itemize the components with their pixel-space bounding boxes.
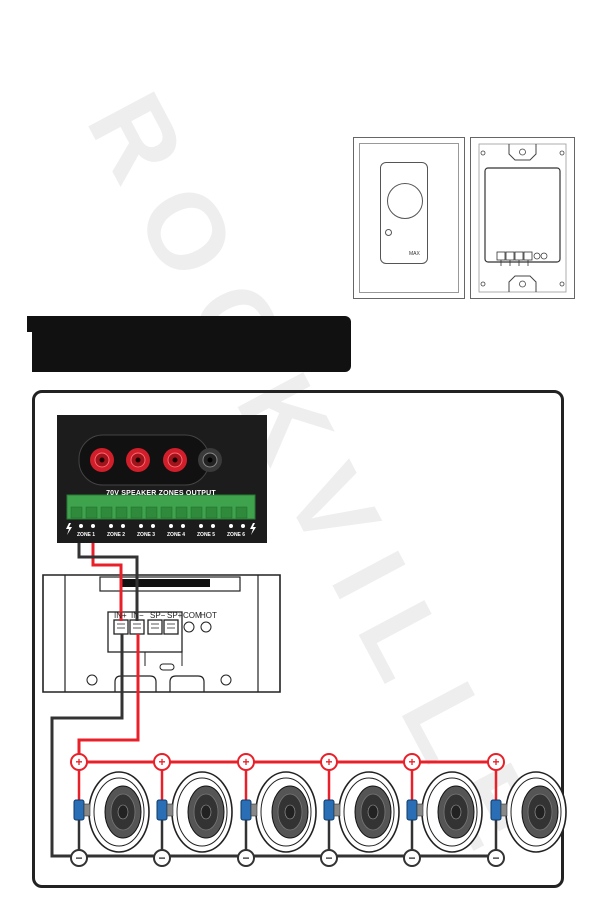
positive-terminal-icon: + (487, 753, 505, 771)
zone-terminal-dots (79, 524, 245, 528)
positive-symbol: + (325, 755, 332, 769)
negative-symbol: − (158, 851, 165, 865)
speaker-clip-icon (406, 799, 418, 821)
black-wire-sp-minus-to-speakers (50, 634, 124, 858)
zone-label-6: ZONE 6 (227, 532, 246, 538)
ceiling-speaker-2 (156, 771, 233, 853)
positive-symbol: + (242, 755, 249, 769)
section-heading-bar (27, 316, 351, 372)
positive-terminal-icon: + (320, 753, 338, 771)
negative-terminal-icon: − (237, 849, 255, 867)
zone-label-1: ZONE 1 (77, 532, 96, 538)
zone-label-2: ZONE 2 (107, 532, 126, 538)
positive-symbol: + (492, 755, 499, 769)
red-wire-zone-to-in-plus (91, 543, 123, 621)
wall-plate-back-drawing (478, 143, 567, 293)
max-label: MAX (409, 251, 420, 257)
wiring-diagram-frame (32, 390, 564, 888)
section-bar-notch (27, 316, 37, 332)
positive-symbol: + (408, 755, 415, 769)
positive-terminal-icon: + (237, 753, 255, 771)
negative-terminal-icon: − (320, 849, 338, 867)
negative-symbol: − (242, 851, 249, 865)
ceiling-speaker-4 (323, 771, 400, 853)
volume-knob-icon (387, 183, 423, 219)
wall-plate-front: MAX (353, 137, 465, 299)
positive-terminal-icon: + (403, 753, 421, 771)
binding-post-1-icon (90, 448, 114, 472)
speaker-clip-icon (323, 799, 335, 821)
negative-terminal-icon: − (403, 849, 421, 867)
ground-bolt-left-icon (66, 523, 72, 535)
volume-knob-panel: MAX (380, 162, 428, 264)
negative-symbol: − (492, 851, 499, 865)
zone-label-4: ZONE 4 (167, 532, 186, 538)
speaker-clip-icon (240, 799, 252, 821)
back-terminal-block (496, 251, 548, 266)
zone-label-5: ZONE 5 (197, 532, 216, 538)
negative-terminal-icon: − (487, 849, 505, 867)
wall-plate-back (470, 137, 575, 299)
terminal-label-sp-plus: SP+ (167, 611, 183, 620)
terminal-label-hot: HOT (200, 611, 217, 620)
amplifier-panel-drawing (66, 434, 256, 535)
positive-terminal-icon: + (70, 753, 88, 771)
binding-post-4-icon (198, 448, 222, 472)
terminal-label-in-minus: IN− (131, 611, 144, 620)
positive-symbol: + (158, 755, 165, 769)
red-wire-sp-plus-to-speakers (77, 634, 140, 762)
zone-label-3: ZONE 3 (137, 532, 156, 538)
positive-terminal-icon: + (153, 753, 171, 771)
ceiling-speaker-1 (73, 771, 150, 853)
ground-bolt-right-icon (250, 523, 256, 535)
terminal-label-in-plus: IN+ (114, 611, 127, 620)
ceiling-speaker-3 (240, 771, 317, 853)
negative-symbol: − (408, 851, 415, 865)
black-wire-zone-to-in-minus (77, 543, 139, 621)
indicator-dot (385, 229, 392, 236)
ceiling-speaker-6 (490, 771, 567, 853)
negative-symbol: − (75, 851, 82, 865)
green-terminal-block (66, 494, 256, 520)
zones-output-title: 70V SPEAKER ZONES OUTPUT (106, 490, 216, 497)
amplifier-rear-panel: 70V SPEAKER ZONES OUTPUT ZONE 1 ZONE 2 Z… (57, 415, 267, 543)
terminal-label-sp-minus: SP− (150, 611, 166, 620)
volume-control-module (42, 574, 281, 693)
binding-post-3-icon (163, 448, 187, 472)
wall-plate-frame (359, 143, 459, 293)
ceiling-speaker-5 (406, 771, 483, 853)
binding-post-2-icon (126, 448, 150, 472)
negative-symbol: − (325, 851, 332, 865)
speaker-clip-icon (73, 799, 85, 821)
negative-terminal-icon: − (153, 849, 171, 867)
terminal-label-com: COM (183, 611, 202, 620)
positive-symbol: + (75, 755, 82, 769)
speaker-clip-icon (490, 799, 502, 821)
negative-terminal-icon: − (70, 849, 88, 867)
speaker-clip-icon (156, 799, 168, 821)
